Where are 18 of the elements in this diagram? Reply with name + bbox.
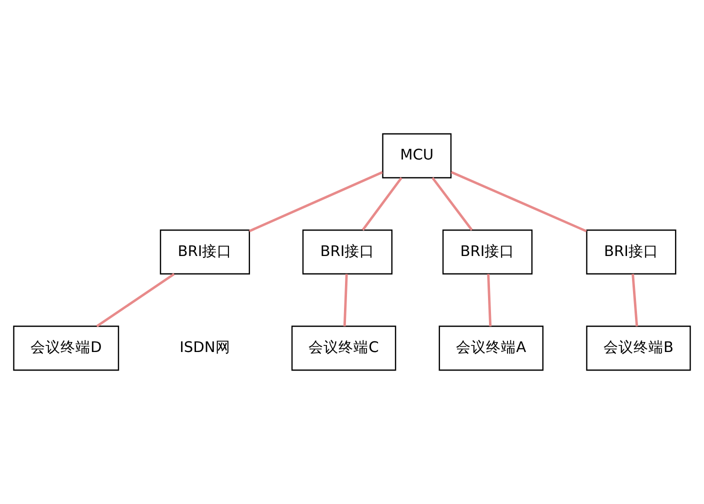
node-box: 会议终端A [438, 326, 544, 371]
node-box: BRI接口 [586, 229, 676, 275]
node-box: 会议终端C [291, 326, 396, 371]
node-box: MCU [382, 133, 452, 178]
node-box: BRI接口 [160, 229, 250, 275]
connector [432, 177, 473, 231]
connector [96, 273, 175, 328]
node-box: 会议终端B [586, 326, 691, 371]
node-box: 会议终端D [13, 326, 120, 371]
connector [632, 274, 638, 326]
node-box: BRI接口 [302, 229, 392, 275]
connector [343, 274, 348, 326]
label: ISDN网 [180, 338, 230, 356]
connector [248, 171, 383, 232]
connector [362, 177, 402, 231]
node-box: BRI接口 [442, 229, 533, 275]
connector [487, 274, 492, 326]
connector [450, 170, 587, 232]
